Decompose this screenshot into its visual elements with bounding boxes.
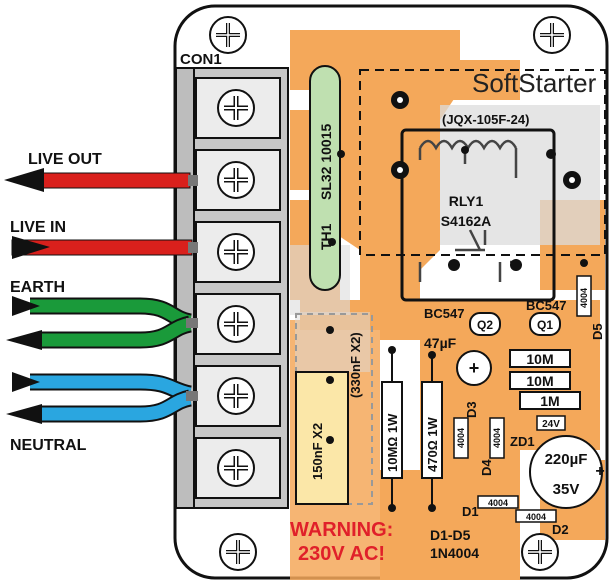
mounting-screw-icon bbox=[219, 533, 257, 571]
d3-ref: D3 bbox=[464, 401, 479, 418]
wire-earth bbox=[6, 296, 198, 350]
mounting-screw-icon bbox=[533, 16, 571, 54]
relay-pads bbox=[391, 91, 581, 271]
diode-d3 bbox=[453, 417, 469, 459]
resistor-10mohm-label: 10MΩ 1W bbox=[385, 413, 400, 472]
d2-ref: D2 bbox=[552, 522, 569, 537]
diode-d4 bbox=[489, 417, 505, 459]
wire-label-live-in: LIVE IN bbox=[10, 219, 66, 236]
resistor-10m-b bbox=[509, 371, 571, 390]
d1-code: 4004 bbox=[488, 498, 508, 508]
relay-rly1 bbox=[400, 128, 556, 302]
q1-ref: Q1 bbox=[537, 318, 553, 332]
relay-footprint bbox=[359, 69, 606, 256]
d5-ref: D5 bbox=[590, 323, 605, 340]
plus-icon: + bbox=[595, 463, 604, 480]
resistor-470ohm-label: 470Ω 1W bbox=[425, 416, 440, 472]
d4-ref: D4 bbox=[479, 459, 494, 476]
diode-note-part: 1N4004 bbox=[430, 545, 479, 561]
cap-x2-label: 150nF X2 bbox=[310, 423, 325, 480]
relay-type: (JQX-105F-24) bbox=[442, 112, 529, 127]
copper-area-cap bbox=[295, 312, 370, 372]
wire-label-earth: EARTH bbox=[10, 279, 65, 296]
diode-d1 bbox=[477, 495, 519, 509]
pad bbox=[580, 259, 588, 267]
wire-live-out bbox=[4, 168, 198, 192]
resistor-1m bbox=[519, 391, 581, 410]
wire-label-neutral: NEUTRAL bbox=[10, 437, 87, 454]
terminal-screw-icon bbox=[195, 77, 281, 139]
relay-part: S4162A bbox=[441, 213, 492, 229]
d5-code: 4004 bbox=[579, 288, 589, 308]
resistor-10m-a bbox=[509, 349, 571, 368]
relay-ref: RLY1 bbox=[449, 193, 484, 209]
diode-d5 bbox=[576, 275, 592, 317]
resistor-10m-b-label: 10M bbox=[526, 373, 553, 389]
cap-47u-label: 47µF bbox=[424, 335, 457, 351]
d3-code: 4004 bbox=[456, 428, 466, 448]
thermistor-part: SL32 10015 bbox=[318, 124, 334, 200]
diode-d2 bbox=[515, 509, 557, 523]
plus-icon: + bbox=[469, 358, 480, 378]
pad bbox=[326, 376, 334, 384]
cap-47u bbox=[456, 350, 492, 386]
pad bbox=[428, 351, 436, 359]
terminal-screw-icon bbox=[195, 365, 281, 427]
cap-220u-voltage: 35V bbox=[553, 481, 580, 498]
cap-x2-alt-label: (330nF X2) bbox=[348, 332, 363, 398]
diode-note-range: D1-D5 bbox=[430, 527, 471, 543]
pad bbox=[388, 504, 396, 512]
wire-live-in bbox=[11, 236, 198, 259]
pad bbox=[326, 436, 334, 444]
zener-zd1 bbox=[536, 415, 566, 431]
terminal-screw-icon bbox=[195, 149, 281, 211]
board-title: SoftStarter bbox=[472, 68, 597, 98]
terminal-cells bbox=[195, 77, 281, 499]
transistor-q2 bbox=[469, 312, 501, 336]
connector-ref: CON1 bbox=[180, 51, 222, 68]
mounting-screw-icon bbox=[209, 16, 247, 54]
q2-type: BC547 bbox=[424, 306, 464, 321]
terminal-screw-icon bbox=[195, 437, 281, 499]
cap-x2-alt-footprint bbox=[295, 313, 373, 505]
thermistor-ref: TH1 bbox=[318, 223, 334, 250]
warning-line-1: WARNING: bbox=[290, 519, 393, 541]
cap-220u-label: 220µF bbox=[545, 451, 588, 468]
terminal-screw-icon bbox=[195, 293, 281, 355]
pad bbox=[428, 504, 436, 512]
resistor-1m-label: 1M bbox=[540, 393, 559, 409]
q2-ref: Q2 bbox=[477, 318, 493, 332]
transistor-q1 bbox=[529, 312, 561, 336]
cap-220u bbox=[529, 435, 603, 509]
pad bbox=[326, 326, 334, 334]
thermistor-th1 bbox=[309, 65, 345, 291]
mounting-screw-icon bbox=[521, 533, 559, 571]
d1-ref: D1 bbox=[462, 504, 479, 519]
pad bbox=[388, 346, 396, 354]
d4-code: 4004 bbox=[492, 428, 502, 448]
zener-ref: ZD1 bbox=[510, 434, 535, 449]
wire-label-live-out: LIVE OUT bbox=[28, 151, 102, 168]
q1-type: BC547 bbox=[526, 298, 566, 313]
zener-value: 24V bbox=[542, 419, 560, 430]
cap-x2 bbox=[295, 371, 349, 505]
terminal-screw-icon bbox=[195, 221, 281, 283]
d2-code: 4004 bbox=[526, 512, 546, 522]
resistor-10m-a-label: 10M bbox=[526, 351, 553, 367]
warning-line-2: 230V AC! bbox=[298, 543, 385, 565]
wire-neutral bbox=[6, 372, 198, 424]
